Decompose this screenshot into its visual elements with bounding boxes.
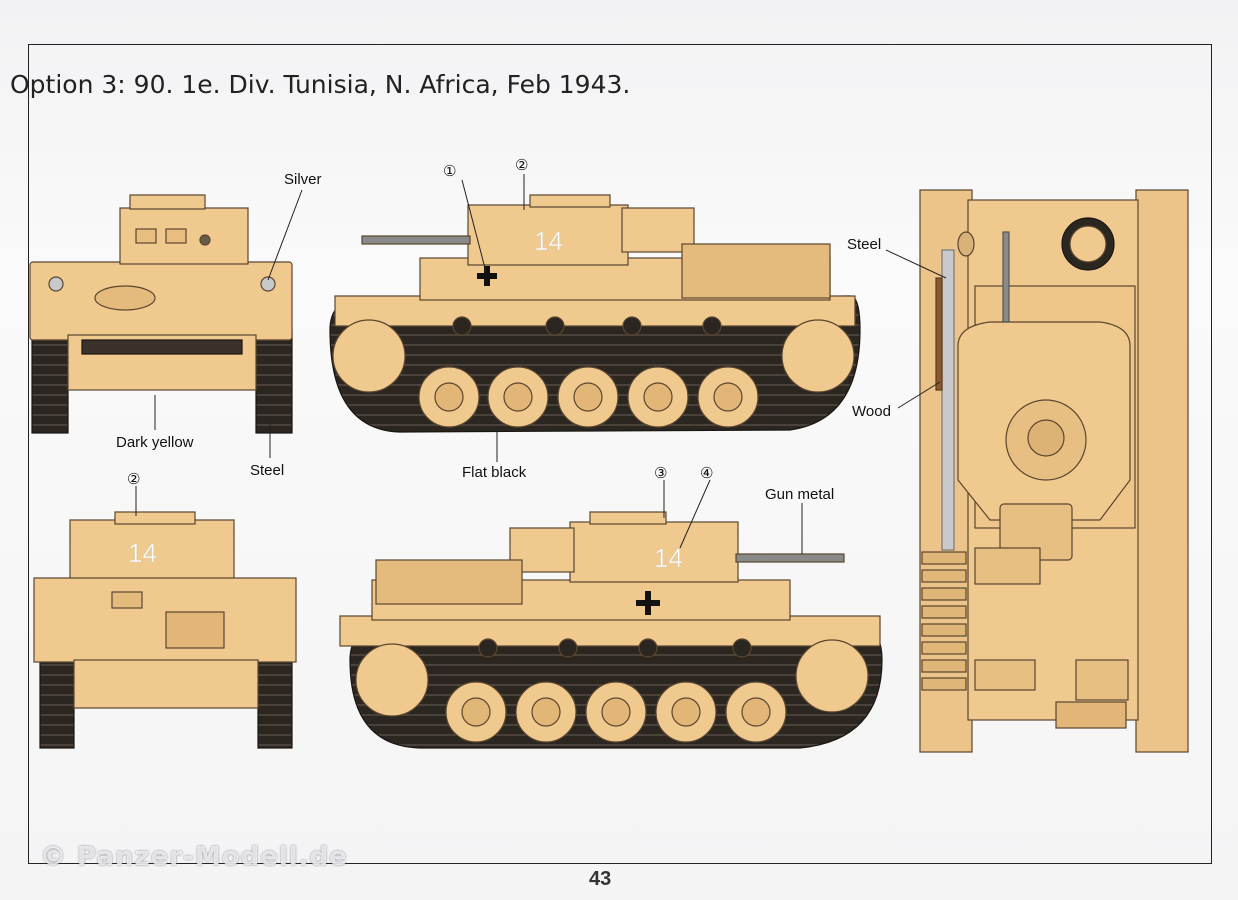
left-turret (467, 204, 629, 266)
rear-turret (69, 519, 235, 583)
page-frame (28, 44, 1212, 864)
right-side-view (339, 511, 883, 749)
label-steel-front: Steel (250, 462, 285, 479)
right-cupola (589, 511, 667, 525)
top-tools (941, 249, 955, 551)
callout-2-top: ② (515, 156, 528, 174)
callout-3: ③ (654, 464, 667, 482)
rear-left-track (39, 659, 75, 749)
label-flat-black: Flat black (462, 464, 527, 481)
right-jerrycan-rack (375, 559, 523, 605)
rear-right-track (257, 659, 293, 749)
page-title: Option 3: 90. 1e. Div. Tunisia, N. Afric… (10, 70, 631, 99)
steel-top-leader (885, 249, 947, 279)
label-steel-top: Steel (847, 236, 882, 253)
turret-number-rear: 14 (128, 538, 157, 568)
left-jerrycan-rack (681, 243, 831, 299)
front-left-track (31, 329, 69, 434)
headlight-right (260, 276, 276, 292)
callout-1: ① (443, 162, 456, 180)
wood-leader (897, 381, 941, 409)
right-turret (569, 521, 739, 583)
balkenkreuz-right (636, 591, 660, 615)
right-main-gun (735, 553, 845, 563)
rear-lower-hull (73, 659, 259, 709)
spare-wheel (94, 285, 156, 311)
callout-4: ④ (700, 464, 713, 482)
turret-number-left: 14 (534, 226, 563, 256)
top-right-track-guard (1135, 189, 1189, 753)
left-side-view (329, 194, 861, 433)
left-cupola (529, 194, 611, 208)
rear-cupola (114, 511, 196, 525)
left-idler (781, 319, 855, 393)
front-hull (29, 261, 293, 341)
right-idler (355, 643, 429, 717)
left-hull-fender (334, 295, 856, 327)
turret-number-right: 14 (654, 543, 683, 573)
front-cupola (129, 194, 206, 210)
label-silver: Silver (284, 171, 322, 188)
rear-view (33, 511, 297, 749)
label-gun-metal: Gun metal (765, 486, 835, 503)
page-number: 43 (589, 868, 612, 890)
callout-2-rear: ② (127, 470, 140, 488)
label-wood: Wood (852, 403, 891, 420)
top-view (919, 189, 1189, 753)
left-drive-sprocket (332, 319, 406, 393)
top-wood-handle (935, 277, 943, 391)
watermark: © Panzer-Modell.de (40, 842, 348, 872)
left-main-gun (361, 235, 471, 245)
headlight-left (48, 276, 64, 292)
right-drive-sprocket (795, 639, 869, 713)
silver-leader (267, 189, 303, 281)
right-hull-fender (339, 615, 881, 647)
balkenkreuz-left (477, 266, 497, 286)
front-right-track (255, 329, 293, 434)
label-dark-yellow: Dark yellow (116, 434, 194, 451)
top-antenna (1002, 231, 1010, 323)
rear-upper-hull (33, 577, 297, 663)
rear-grille (165, 611, 225, 649)
front-view (29, 194, 293, 434)
